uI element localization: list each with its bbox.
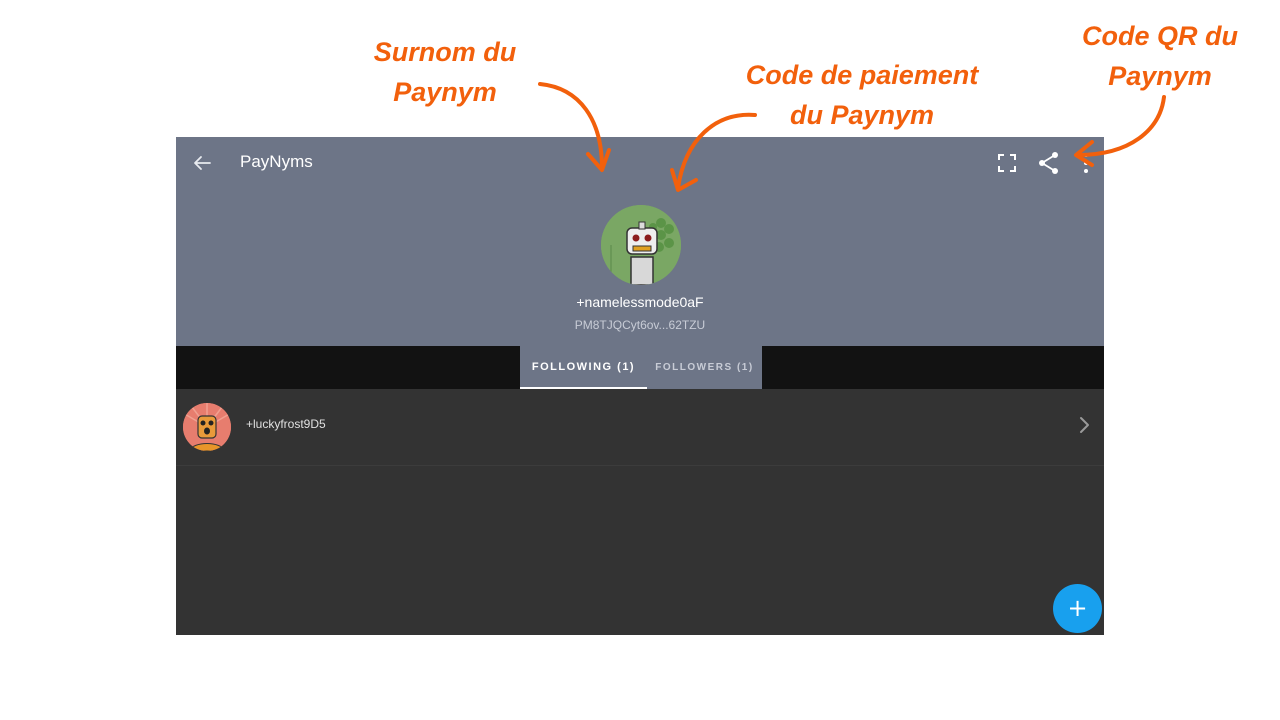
annotation-nickname: Surnom du Paynym — [335, 32, 555, 112]
annotation-line: Code QR du — [1082, 21, 1238, 51]
tab-followers[interactable]: FOLLOWERS (1) — [655, 362, 754, 373]
chevron-right-icon — [1074, 415, 1094, 435]
expand-icon — [998, 154, 1016, 172]
paynym-app-window: PayNyms — [176, 137, 1104, 635]
annotation-line: Surnom du — [373, 37, 517, 67]
annotation-line: Paynym — [1108, 61, 1212, 91]
back-button[interactable] — [188, 149, 216, 177]
add-paynym-button[interactable]: + — [1053, 584, 1102, 633]
paynym-nickname: +namelessmode0aF — [576, 294, 704, 310]
list-item-nym: +luckyfrost9D5 — [246, 417, 326, 431]
tab-bar: FOLLOWING (1) FOLLOWERS (1) — [176, 346, 1104, 389]
page-title: PayNyms — [240, 152, 313, 171]
expand-button[interactable] — [994, 150, 1020, 176]
robot-avatar-icon — [183, 403, 231, 451]
annotation-line: Code de paiement — [745, 60, 979, 90]
annotation-line: Paynym — [393, 77, 497, 107]
tabs-container: FOLLOWING (1) FOLLOWERS (1) — [520, 346, 762, 389]
paynym-avatar[interactable] — [601, 205, 681, 285]
annotation-qr-code: Code QR du Paynym — [1060, 16, 1260, 96]
share-icon — [1039, 152, 1058, 174]
robot-avatar-icon — [601, 205, 681, 285]
more-options-button[interactable] — [1076, 150, 1096, 176]
payment-code[interactable]: PM8TJQCyt6ov...62TZU — [574, 318, 706, 332]
arrow-left-icon — [194, 156, 211, 170]
more-vertical-icon — [1084, 153, 1088, 173]
list-item[interactable]: +luckyfrost9D5 — [176, 389, 1104, 466]
annotation-line: du Paynym — [789, 100, 935, 130]
tab-following[interactable]: FOLLOWING (1) — [520, 346, 647, 389]
share-button[interactable] — [1036, 150, 1062, 176]
annotation-payment-code: Code de paiement du Paynym — [722, 55, 1002, 135]
avatar — [183, 403, 231, 451]
profile-header: PayNyms — [176, 137, 1104, 346]
